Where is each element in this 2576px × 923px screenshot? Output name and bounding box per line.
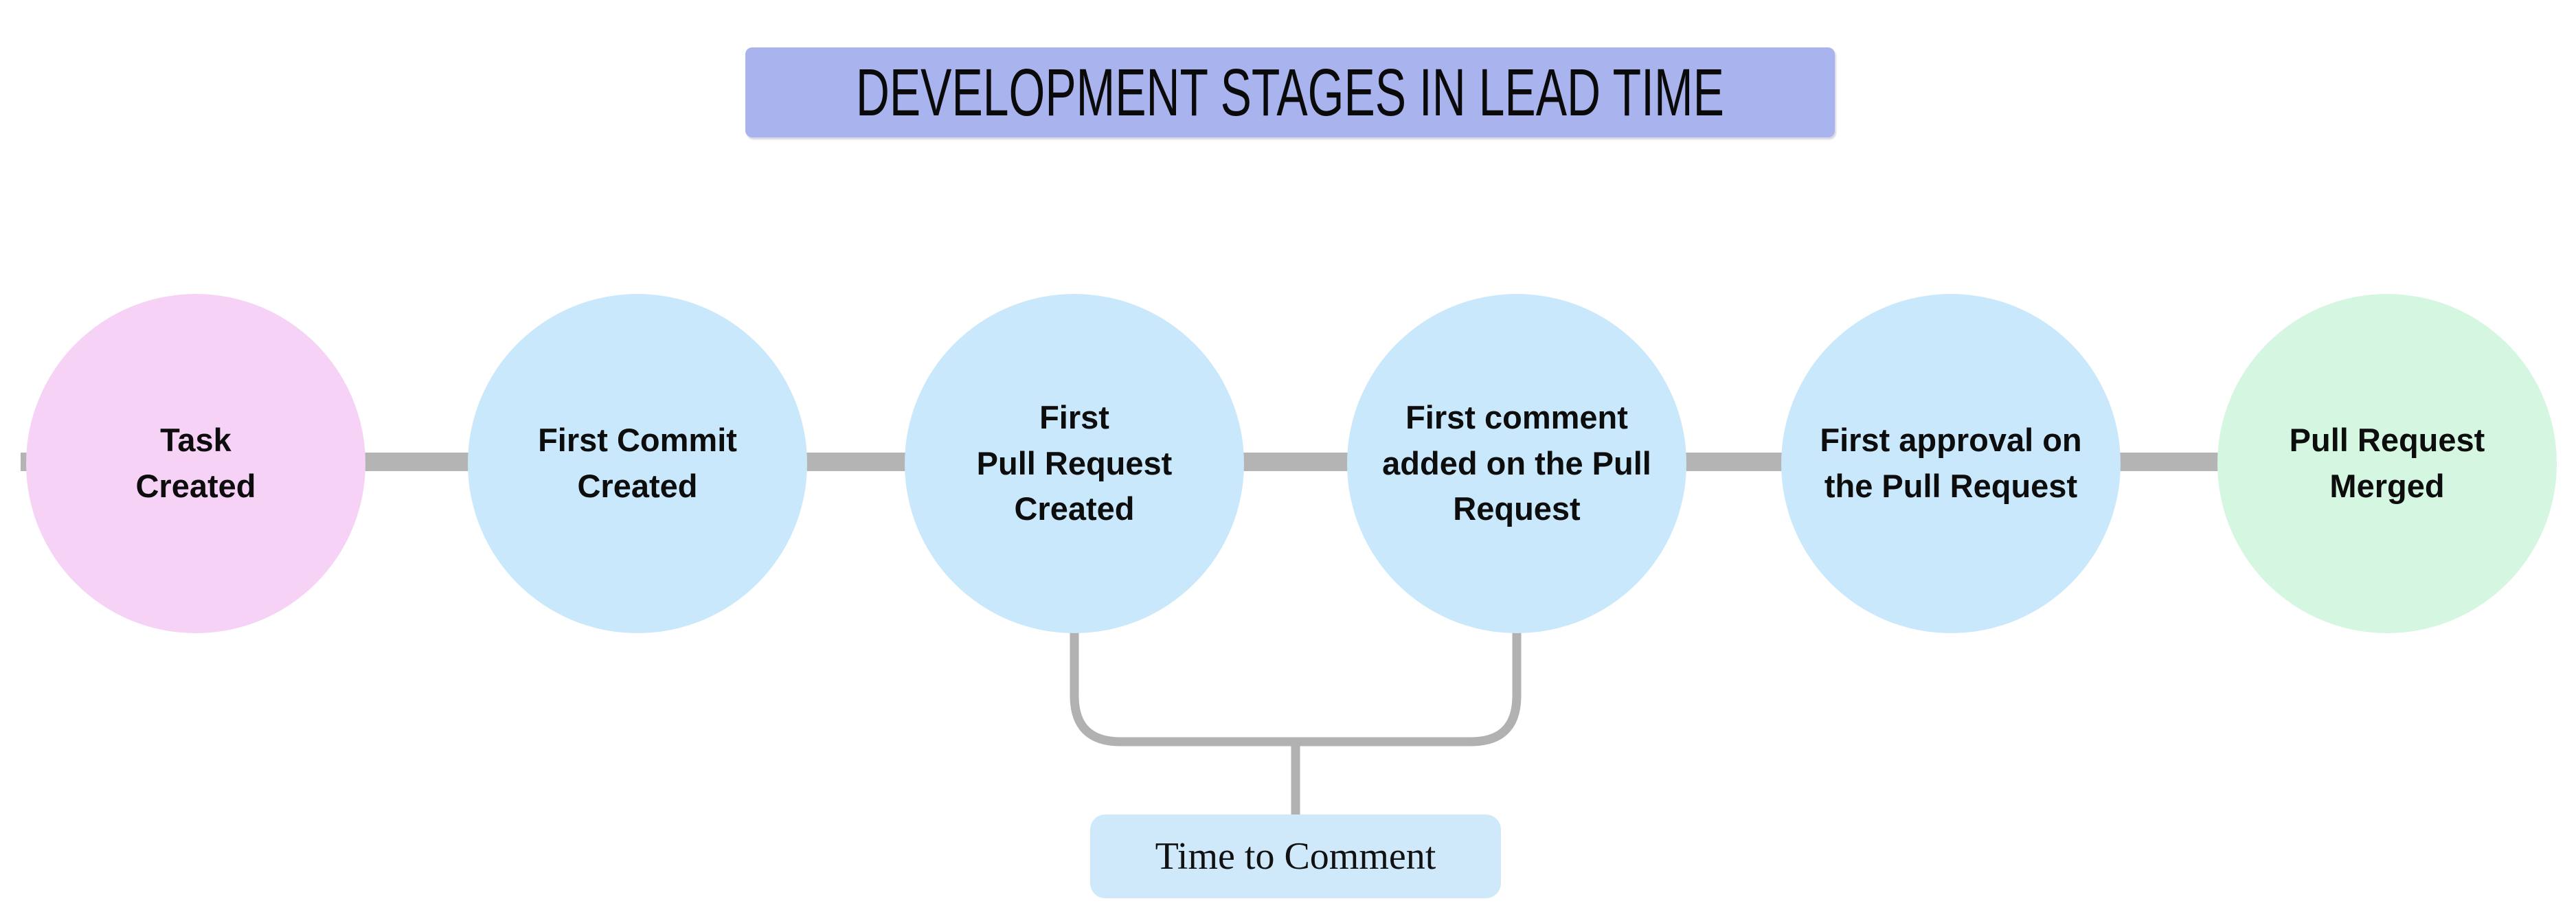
stage-node-first-approval: First approval on the Pull Request bbox=[1781, 294, 2121, 633]
stage-node-label: First comment added on the Pull Request bbox=[1382, 398, 1651, 527]
stage-node-label: First approval on the Pull Request bbox=[1820, 422, 2082, 504]
title-banner: DEVELOPMENT STAGES IN LEAD TIME bbox=[745, 47, 1835, 137]
stage-node-label: First Pull Request Created bbox=[976, 398, 1173, 527]
stage-node-label: First Commit Created bbox=[538, 422, 737, 504]
stage-node-first-commit-created: First Commit Created bbox=[468, 294, 807, 633]
time-to-comment-text: Time to Comment bbox=[1155, 835, 1436, 878]
stage-node-first-comment-added: First comment added on the Pull Request bbox=[1347, 294, 1686, 633]
time-to-comment-label: Time to Comment bbox=[1090, 814, 1501, 898]
stage-node-label: Pull Request Merged bbox=[2289, 422, 2485, 504]
stage-node-label: Task Created bbox=[135, 422, 256, 504]
diagram-title: DEVELOPMENT STAGES IN LEAD TIME bbox=[856, 54, 1725, 130]
stage-node-first-pull-request-created: First Pull Request Created bbox=[905, 294, 1244, 633]
bracket-curve bbox=[1070, 615, 1522, 747]
stage-node-pull-request-merged: Pull Request Merged bbox=[2217, 294, 2557, 633]
stage-node-task-created: Task Created bbox=[26, 294, 365, 633]
